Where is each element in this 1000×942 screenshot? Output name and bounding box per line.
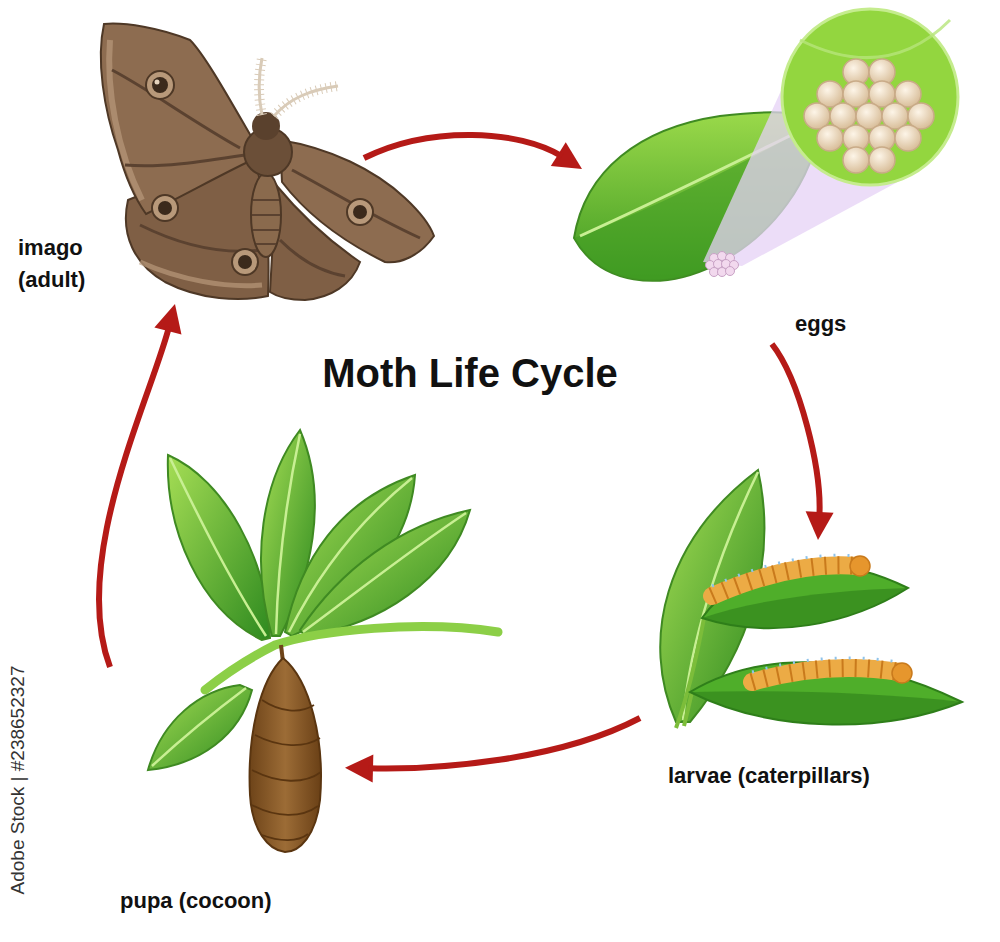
caterpillar-drawing <box>660 470 962 728</box>
arrow-line <box>364 135 562 158</box>
stage-label: larvae (caterpillars) <box>668 760 870 792</box>
stage-label: eggs <box>795 308 846 340</box>
illustration-shape <box>800 20 950 57</box>
cycle-arrow <box>772 344 834 540</box>
diagram-title: Moth Life Cycle <box>250 350 690 396</box>
moth-drawing <box>101 24 434 300</box>
illustration-shape <box>280 240 345 276</box>
illustration-shape <box>170 458 266 636</box>
illustration-shape <box>274 86 338 116</box>
illustration-shape <box>892 663 912 683</box>
arrow-line <box>772 344 820 516</box>
illustration-shape <box>712 565 858 596</box>
cycle-arrow <box>345 718 640 782</box>
illustration-shape <box>274 86 338 116</box>
illustration-shape <box>252 700 321 840</box>
illustration-shape <box>250 658 321 852</box>
illustration-shape <box>238 255 252 269</box>
illustration-shape <box>706 252 739 277</box>
illustration-shape <box>712 565 858 596</box>
illustration-shape <box>259 58 262 115</box>
illustration-shape <box>347 199 373 225</box>
illustration-shape <box>152 77 168 93</box>
stage-label: pupa (cocoon) <box>120 885 272 917</box>
cycle-arrow <box>99 304 182 667</box>
illustration-shape <box>109 40 142 200</box>
illustration-shape <box>125 155 245 166</box>
illustration-shape <box>843 147 869 173</box>
illustration-shape <box>869 147 895 173</box>
illustration-shape <box>168 455 270 640</box>
stage-label: imago (adult) <box>18 232 128 296</box>
illustration-shape <box>252 200 280 244</box>
illustration-shape <box>140 225 262 251</box>
cocoon-drawing <box>148 430 498 852</box>
illustration-shape <box>155 80 160 85</box>
illustration-shape <box>712 555 856 586</box>
illustration-shape <box>232 249 258 275</box>
illustration-shape <box>280 140 434 262</box>
illustration-shape <box>726 267 735 276</box>
egg-leaf-drawing <box>574 9 958 281</box>
watermark-text: Adobe Stock | #238652327 <box>7 666 29 895</box>
cycle-arrow <box>364 135 582 169</box>
illustration-shape <box>152 688 246 766</box>
illustration-shape <box>702 565 908 629</box>
illustration-shape <box>895 125 921 151</box>
illustration-shape <box>259 58 262 115</box>
illustration-shape <box>146 71 174 99</box>
illustration-shape <box>690 691 962 724</box>
illustration-shape <box>782 9 958 185</box>
illustration-shape <box>752 668 900 682</box>
illustration-shape <box>158 201 172 215</box>
illustration-shape <box>101 24 252 214</box>
illustration-shape <box>148 685 252 770</box>
illustration-shape <box>850 556 870 576</box>
stage-group: eggs <box>582 8 972 344</box>
illustration-shape <box>292 170 420 238</box>
stage-group: pupa (cocoon) <box>110 425 345 921</box>
stage-group: imago (adult) <box>12 20 364 304</box>
arrow-line <box>369 718 640 768</box>
illustration-shape <box>303 513 466 632</box>
illustration-shape <box>676 618 704 728</box>
illustration-shape <box>152 195 178 221</box>
illustration-shape <box>251 173 281 257</box>
illustration-shape <box>112 70 240 148</box>
illustration-shape <box>804 59 934 173</box>
illustration-shape <box>205 627 498 690</box>
illustration-shape <box>752 658 898 672</box>
illustration-shape <box>752 668 900 682</box>
illustration-shape <box>817 125 843 151</box>
illustration-shape <box>684 692 692 726</box>
illustration-shape <box>300 510 470 636</box>
arrow-line <box>99 327 169 667</box>
illustration-shape <box>690 662 962 724</box>
illustration-shape <box>353 205 367 219</box>
stage-group: larvae (caterpillars) <box>640 540 985 795</box>
